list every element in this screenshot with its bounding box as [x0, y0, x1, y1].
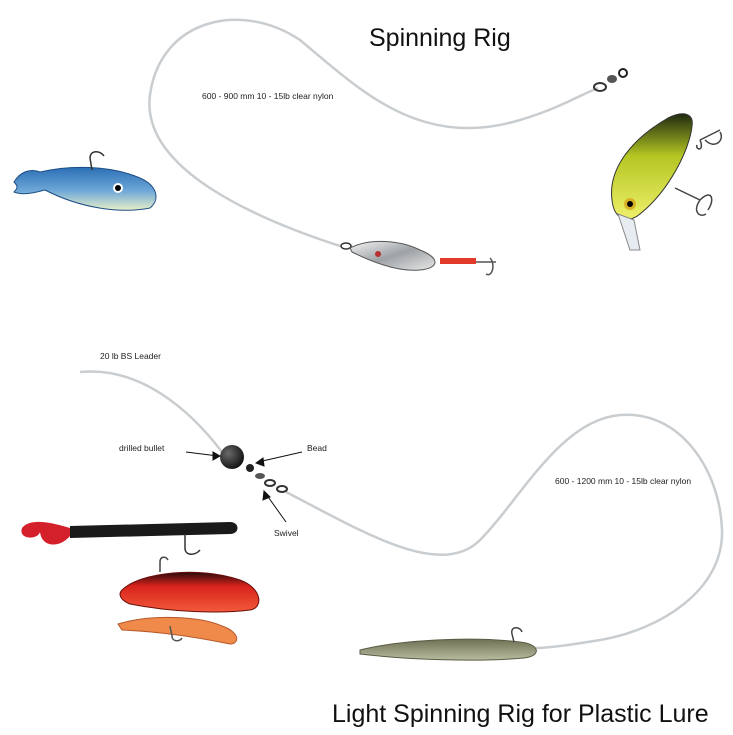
title-spinning-rig: Spinning Rig	[369, 24, 511, 53]
orange-soft-grub	[118, 617, 237, 644]
leader-line	[80, 371, 222, 452]
title-light-spinning-rig: Light Spinning Rig for Plastic Lure	[332, 700, 709, 729]
blue-paddle-tail-shad	[14, 152, 156, 211]
label-bead: Bead	[307, 443, 327, 453]
nylon-line-bottom	[286, 415, 722, 648]
curl-tail-worm	[21, 522, 237, 554]
spoon-lure	[341, 241, 496, 274]
swivel-top	[594, 69, 627, 91]
label-drilled-bullet: drilled bullet	[119, 443, 164, 453]
bead	[246, 464, 254, 472]
olive-stickbait	[360, 628, 536, 660]
label-nylon-top: 600 - 900 mm 10 - 15lb clear nylon	[202, 91, 333, 101]
drilled-bullet-sinker	[220, 445, 244, 469]
red-soft-shad	[120, 557, 259, 612]
label-leader: 20 lb BS Leader	[100, 351, 161, 361]
label-nylon-bottom: 600 - 1200 mm 10 - 15lb clear nylon	[555, 476, 691, 486]
label-swivel: Swivel	[274, 528, 299, 538]
minnow-hard-bait	[612, 114, 722, 250]
swivel-bottom	[255, 473, 287, 492]
nylon-line-top	[149, 20, 598, 246]
